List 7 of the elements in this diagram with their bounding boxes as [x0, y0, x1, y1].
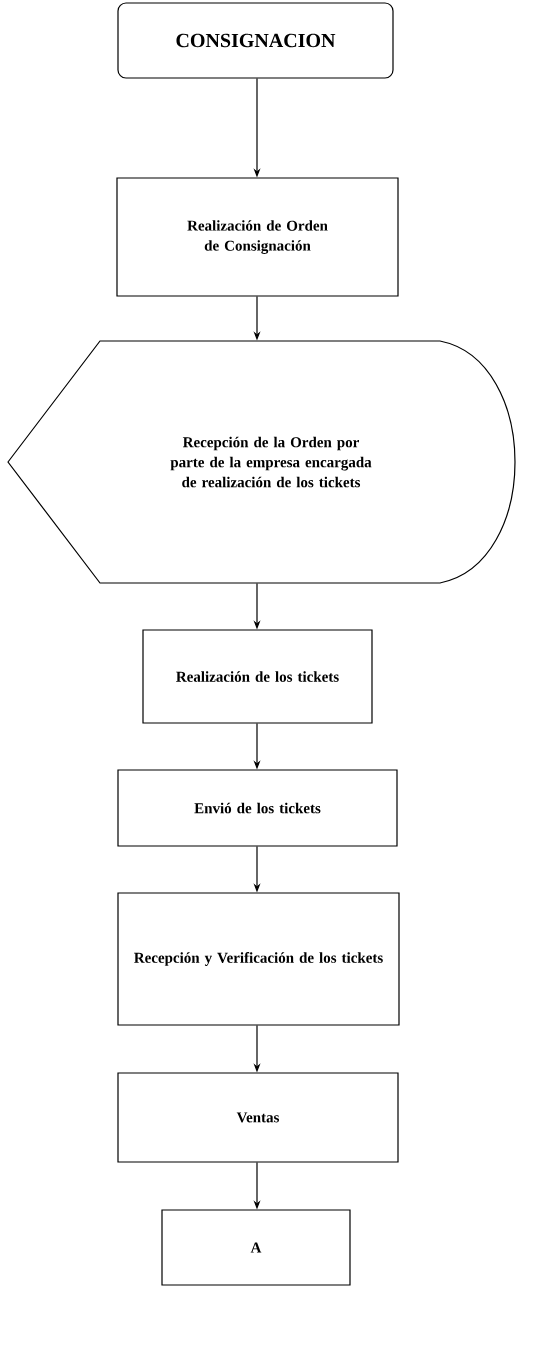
process-box: Ventas: [117, 1072, 399, 1163]
process-box: Recepción y Verificación de los tickets: [117, 892, 400, 1026]
process-box: Realización de los tickets: [142, 629, 373, 724]
process-box: A: [161, 1209, 351, 1286]
start-terminal: CONSIGNACION: [117, 2, 394, 79]
process-box: Envió de los tickets: [117, 769, 398, 847]
process-box: Realización de Orden de Consignación: [116, 177, 399, 297]
